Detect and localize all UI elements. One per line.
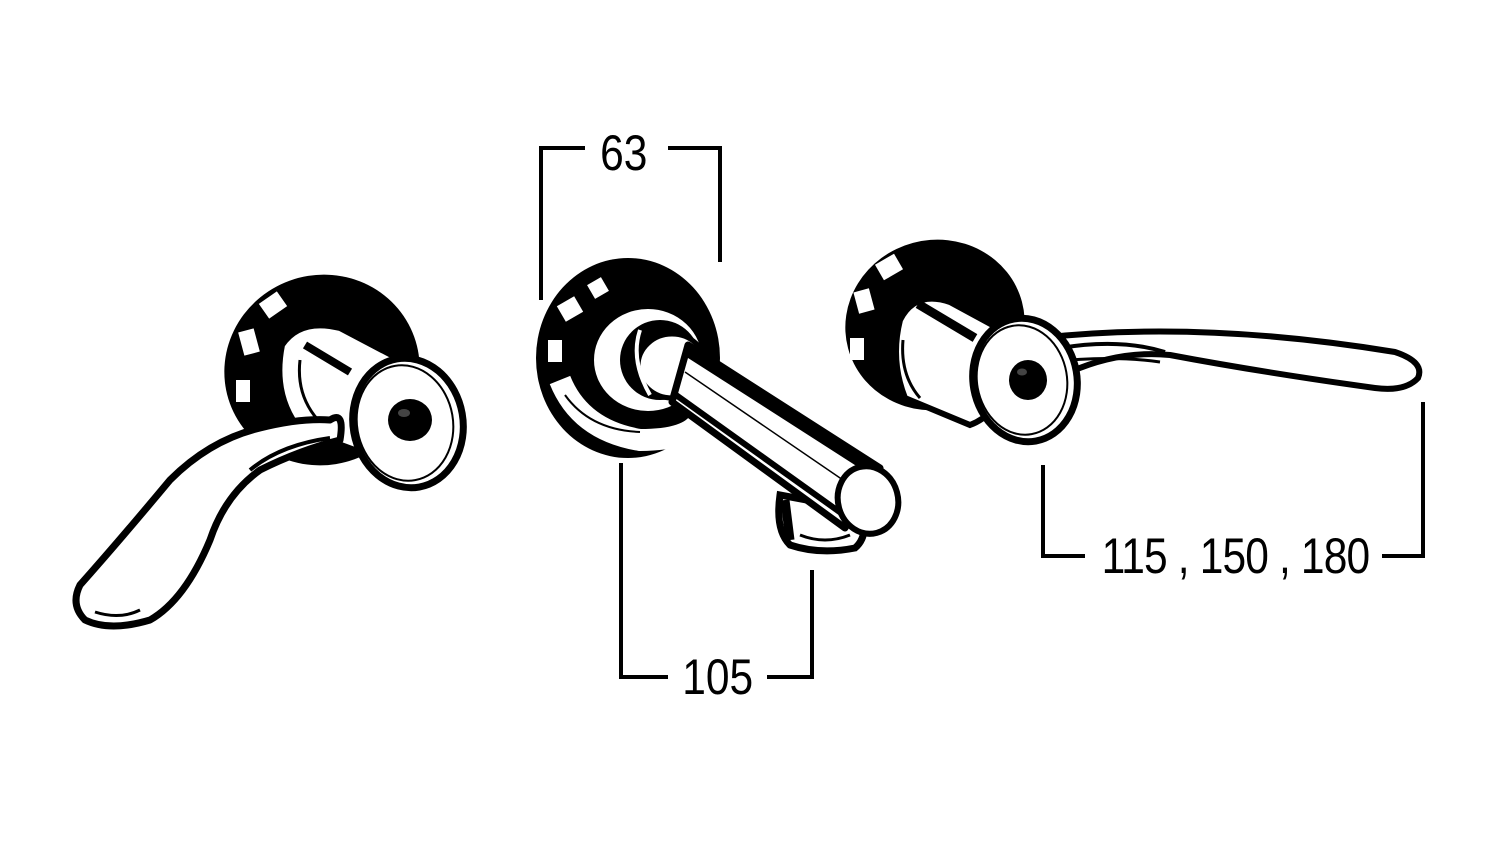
left-tap-handle (72, 274, 467, 630)
dimension-label-handle-lengths: 115 , 150 , 180 (1101, 528, 1370, 584)
dimension-label-105: 105 (682, 649, 754, 705)
right-tap-handle (845, 239, 1423, 446)
dimension-handle-length-bracket (1041, 402, 1425, 558)
spout (536, 258, 902, 555)
dimension-105-bracket (619, 463, 814, 679)
dimension-label-63: 63 (600, 125, 648, 181)
dimension-63-bracket (539, 146, 722, 300)
